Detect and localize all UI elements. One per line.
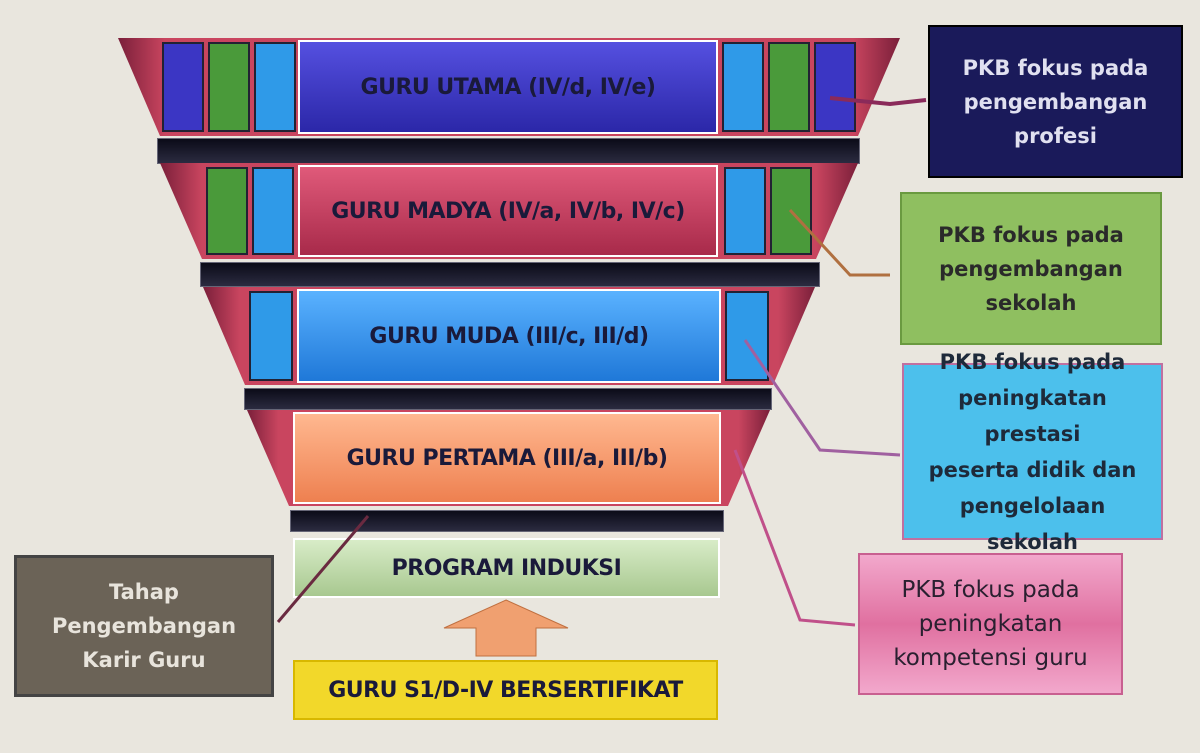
stripe <box>722 42 764 132</box>
text: PKB fokus pada <box>939 349 1126 374</box>
stripe <box>724 167 766 255</box>
tier-guru-madya: GURU MADYA (IV/a, IV/b, IV/c) <box>160 163 858 259</box>
tier-label: GURU PERTAMA (III/a, III/b) <box>293 412 721 504</box>
stripe <box>208 42 250 132</box>
note-kompetensi: PKB fokus pada peningkatan kompetensi guru <box>858 553 1123 695</box>
text: Tahap <box>109 580 179 604</box>
connector-line <box>829 96 927 107</box>
divider-bar <box>157 138 860 164</box>
stripe <box>249 291 293 381</box>
text: peningkatan prestasi <box>958 385 1107 446</box>
base-box: GURU S1/D-IV BERSERTIFIKAT <box>293 660 718 720</box>
connector-line <box>733 449 856 627</box>
divider-bar <box>244 388 772 410</box>
tier-guru-pertama: GURU PERTAMA (III/a, III/b) <box>247 410 770 506</box>
text: peserta didik dan <box>928 457 1137 482</box>
stripe <box>206 167 248 255</box>
stripe <box>252 167 294 255</box>
note-profesi: PKB fokus pada pengembangan profesi <box>928 25 1183 178</box>
tier-label: GURU UTAMA (IV/d, IV/e) <box>298 40 718 134</box>
stripe <box>162 42 204 132</box>
text: Pengembangan <box>51 614 237 638</box>
tier-guru-utama: GURU UTAMA (IV/d, IV/e) <box>118 38 900 136</box>
divider-bar <box>200 262 820 287</box>
text: PKB fokus pada <box>901 577 1080 603</box>
text: pengembangan <box>963 89 1148 114</box>
divider-bar <box>290 510 724 532</box>
stripe <box>768 42 810 132</box>
text: Karir Guru <box>82 648 206 672</box>
tier-label: GURU MADYA (IV/a, IV/b, IV/c) <box>298 165 718 257</box>
text: PKB fokus pada <box>938 222 1124 247</box>
note-prestasi: PKB fokus pada peningkatan prestasi pesert… <box>902 350 1163 554</box>
stripe <box>254 42 296 132</box>
text: peningkatan <box>918 611 1063 637</box>
tier-guru-muda: GURU MUDA (III/c, III/d) <box>203 287 815 385</box>
connector-line <box>276 515 370 623</box>
stripe <box>814 42 856 132</box>
connector-line <box>743 339 901 457</box>
program-induksi: PROGRAM INDUKSI <box>293 538 720 598</box>
text: PKB fokus pada <box>962 55 1149 80</box>
text: kompetensi guru <box>893 645 1088 671</box>
text: pengembangan <box>939 256 1123 281</box>
arrow-up-icon <box>443 599 569 657</box>
tier-label: GURU MUDA (III/c, III/d) <box>297 289 721 383</box>
text: sekolah <box>985 290 1077 315</box>
text: profesi <box>1014 123 1097 148</box>
connector-line <box>788 208 890 277</box>
note-sekolah: PKB fokus pada pengembangan sekolah <box>900 192 1162 345</box>
text: pengelolaan sekolah <box>959 493 1106 554</box>
